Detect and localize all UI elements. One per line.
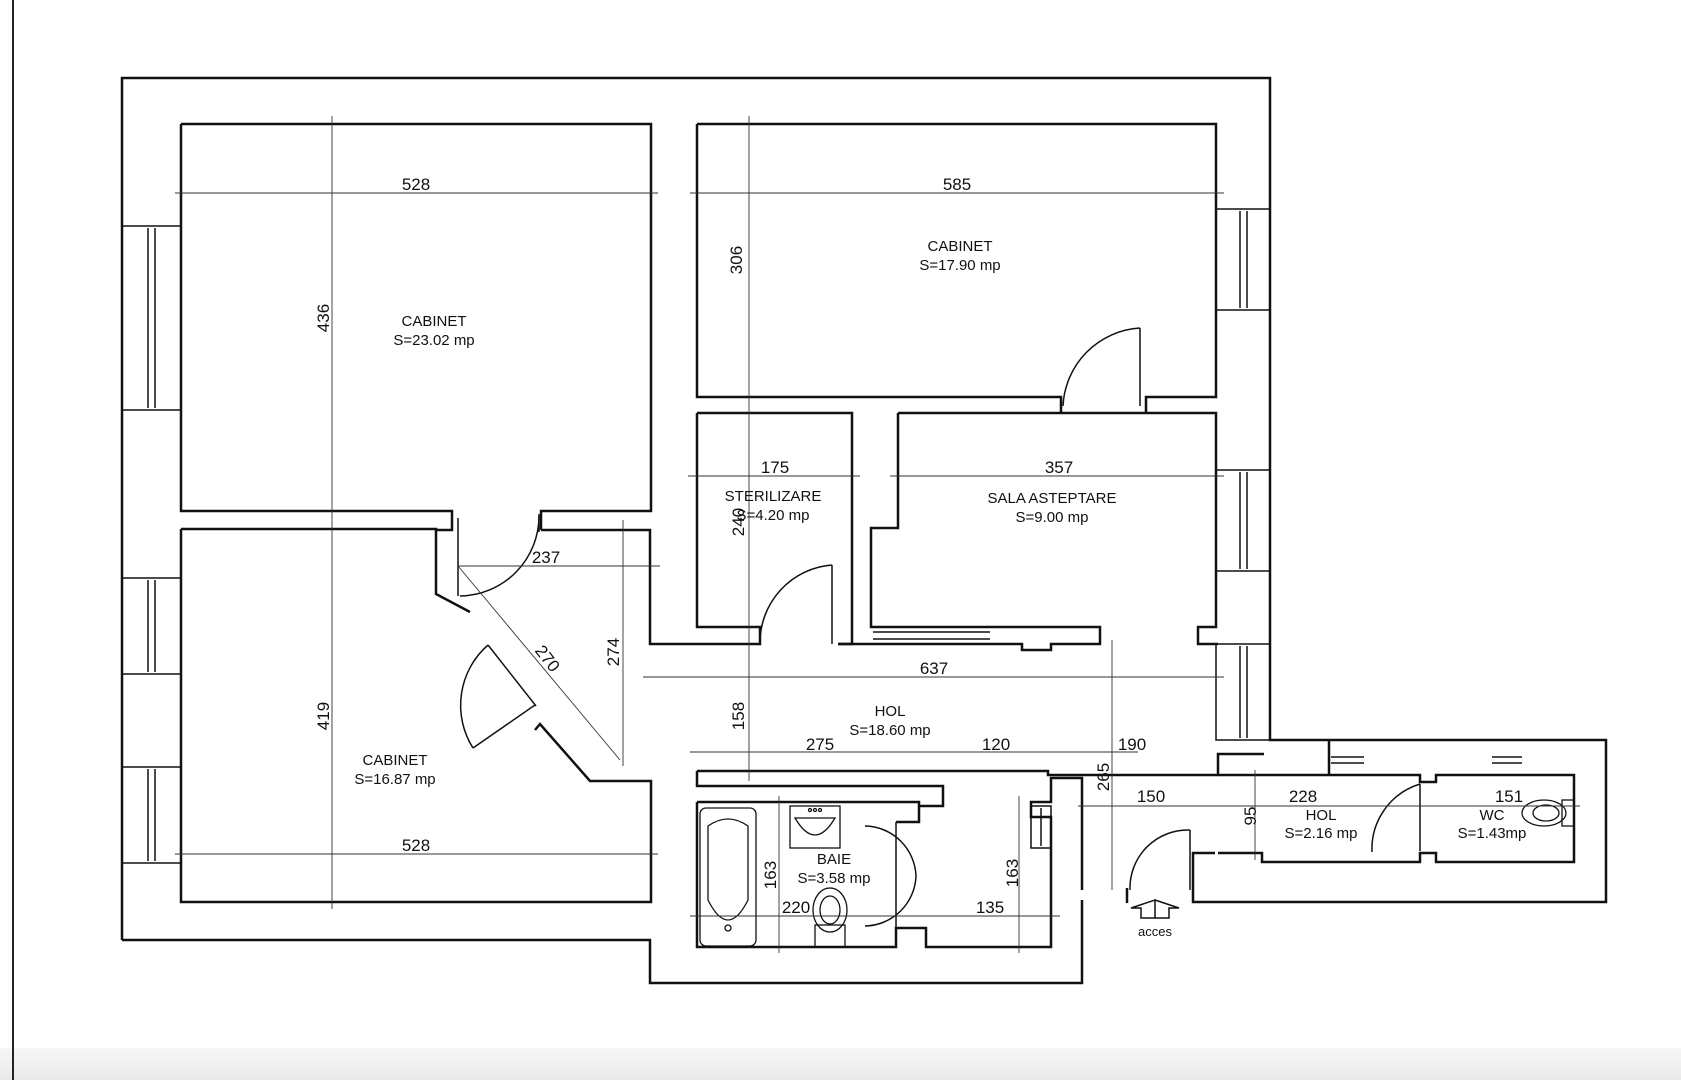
dim-436: 436 [314,304,333,332]
window-right-3 [1215,643,1271,741]
dim-270: 270 [531,642,563,676]
dim-306: 306 [727,246,746,274]
door-baie [864,822,917,928]
dim-95: 95 [1241,807,1260,826]
dim-528-top: 528 [402,175,430,194]
outer-wall-bottom [122,900,1084,985]
door-wc [1371,783,1421,853]
sala-wall [898,411,1218,646]
window-small-hol [1331,756,1364,764]
door-cabinet-3 [459,644,537,749]
dimension-labels: 528 585 306 436 175 357 240 237 270 274 … [314,175,1523,917]
dim-528-bottom: 528 [402,836,430,855]
room-name-baie: BAIE [817,851,851,868]
dim-275: 275 [806,735,834,754]
inner-walls [179,122,1576,949]
room-area-sterilizare: S=4.20 mp [737,507,810,524]
dim-190: 190 [1118,735,1146,754]
room-name-hol-small: HOL [1306,807,1337,824]
room-labels: CABINET S=23.02 mp CABINET S=17.90 mp ST… [354,238,1526,887]
dim-419: 419 [314,702,333,730]
room-area-wc: S=1.43mp [1458,825,1527,842]
dim-240: 240 [729,508,748,536]
room-area-cabinet-3: S=16.87 mp [354,771,435,788]
windows [121,208,1522,864]
door-entrance [1129,829,1191,891]
room-area-sala-asteptare: S=9.00 mp [1016,509,1089,526]
bathtub [699,807,757,947]
room-name-cabinet-2: CABINET [927,238,992,255]
dimension-lines [175,116,1580,953]
small-hol-wc-wall [1218,773,1576,864]
access-arrow-icon [1130,898,1156,919]
access-label: acces [1138,924,1172,939]
outer-walls [120,76,1608,985]
window-right-2 [1215,469,1271,572]
window-sala-bottom [873,631,990,640]
access-arrow-icon-right [1154,899,1180,919]
fixtures [699,799,1575,948]
room-area-cabinet-1: S=23.02 mp [393,332,474,349]
room-name-hol: HOL [875,703,906,720]
sterilizare-wall [697,411,854,646]
toilet-wc [1521,799,1575,827]
dim-237: 237 [532,548,560,567]
outer-wall-outline [120,76,1608,940]
room-area-hol-small: S=2.16 mp [1285,825,1358,842]
room-area-baie: S=3.58 mp [798,870,871,887]
room-name-cabinet-3: CABINET [362,752,427,769]
access-marker: acces [1130,898,1180,939]
cabinet-1-wall [181,122,653,530]
dim-158: 158 [729,702,748,730]
room-name-sala-asteptare: SALA ASTEPTARE [988,490,1117,507]
room-name-cabinet-1: CABINET [401,313,466,330]
dim-357: 357 [1045,458,1073,477]
room-name-sterilizare: STERILIZARE [725,488,822,505]
doors [457,327,1421,928]
baie-wall [695,776,1084,949]
window-wc [1492,756,1522,764]
baie-wall-top [697,800,921,824]
cabinet-2-wall [697,122,1218,412]
dim-637: 637 [920,659,948,678]
dim-150: 150 [1137,787,1165,806]
window-right-1 [1215,208,1271,311]
cabinet-3-wall [179,529,653,904]
sala-wall-bottom [838,413,1102,652]
dim-163-a: 163 [761,861,780,889]
door-cabinet-2 [1062,327,1141,407]
dim-265: 265 [1094,763,1113,791]
dim-163-b: 163 [1003,859,1022,887]
dim-120: 120 [982,735,1010,754]
dim-151: 151 [1495,787,1523,806]
dim-274: 274 [604,638,623,666]
cabinet-2-wall-left [695,124,1063,412]
cabinet-3-wall-top [181,527,471,614]
sink [789,805,841,849]
room-area-cabinet-2: S=17.90 mp [919,257,1000,274]
dim-175: 175 [761,458,789,477]
bottom-shade [0,1048,1681,1080]
room-name-wc: WC [1480,807,1505,824]
door-sterilizare [759,564,833,645]
window-left-1 [121,225,182,411]
room-area-hol: S=18.60 mp [849,722,930,739]
window-left-2 [121,577,182,675]
dim-135: 135 [976,898,1004,917]
hol-wall-bottom [695,771,945,808]
window-baie-side [1030,805,1052,849]
dim-585: 585 [943,175,971,194]
hol-wall-lower [697,752,1264,777]
toilet-baie [812,887,848,948]
dim-220: 220 [782,898,810,917]
window-left-3 [121,766,182,864]
door-cabinet-1 [457,514,540,597]
dim-228: 228 [1289,787,1317,806]
